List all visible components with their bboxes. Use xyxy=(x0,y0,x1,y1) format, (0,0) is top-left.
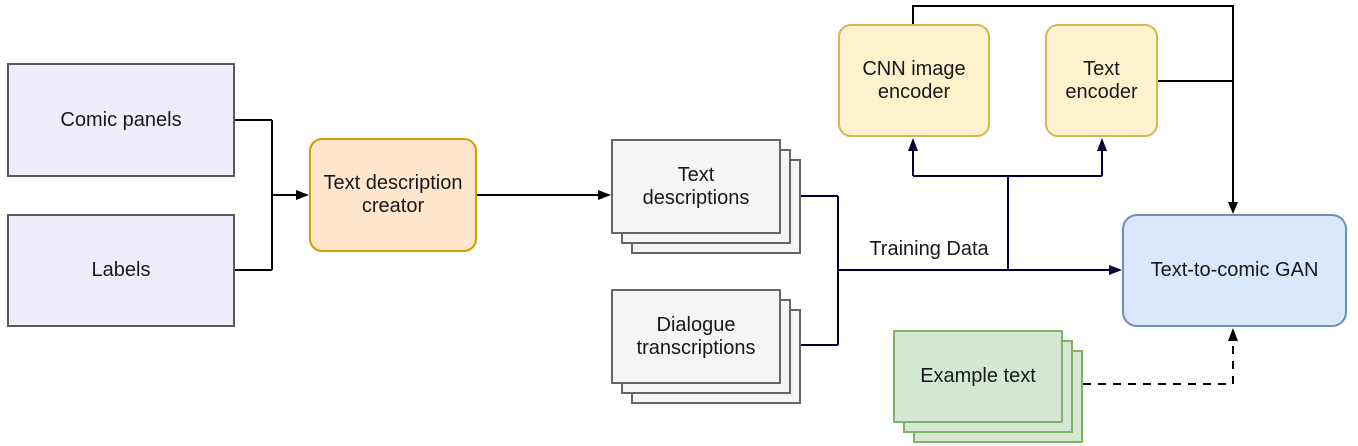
edge-training-data xyxy=(801,151,1110,346)
edge-inputs-to-creator xyxy=(235,119,298,271)
node-text-description-creator-label: Text description creator xyxy=(323,172,463,217)
node-dialogue-transcriptions-label: Dialogue transcriptions xyxy=(636,313,756,359)
stack-sheet-front: Text descriptions xyxy=(611,139,781,234)
edge-label-training-data: Training Data xyxy=(869,238,989,260)
edge-example-to-gan xyxy=(1083,341,1234,385)
arrowhead-into-gan-left xyxy=(1109,265,1122,275)
arrowhead-into-gan-bottom xyxy=(1228,328,1238,341)
node-example-text-label: Example text xyxy=(920,365,1036,387)
arrowhead-into-descriptions xyxy=(598,190,611,200)
arrowhead-into-gan-top xyxy=(1228,202,1238,214)
node-text-to-comic-gan: Text-to-comic GAN xyxy=(1122,214,1347,327)
arrowhead-into-text-encoder xyxy=(1097,138,1107,151)
edge-encoders-to-gan-top xyxy=(912,5,1234,202)
stack-sheet-front: Example text xyxy=(893,330,1063,423)
stack-sheet-front: Dialogue transcriptions xyxy=(611,289,781,384)
node-labels: Labels xyxy=(7,214,235,327)
arrowhead-into-cnn-encoder xyxy=(908,138,918,151)
node-text-encoder: Text encoder xyxy=(1045,24,1158,137)
node-cnn-image-encoder: CNN image encoder xyxy=(838,24,990,137)
arrowhead-into-creator xyxy=(296,190,309,200)
node-dialogue-transcriptions: Dialogue transcriptions xyxy=(611,289,801,404)
node-labels-label: Labels xyxy=(91,259,151,281)
node-cnn-image-encoder-label: CNN image encoder xyxy=(862,57,966,103)
node-comic-panels-label: Comic panels xyxy=(60,108,182,131)
node-text-descriptions: Text descriptions xyxy=(611,139,801,254)
node-text-encoder-label: Text encoder xyxy=(1065,57,1138,103)
node-text-description-creator: Text description creator xyxy=(309,138,477,252)
node-text-to-comic-gan-label: Text-to-comic GAN xyxy=(1150,259,1319,281)
node-comic-panels: Comic panels xyxy=(7,63,235,177)
node-text-descriptions-label: Text descriptions xyxy=(642,163,750,209)
node-example-text: Example text xyxy=(893,330,1083,443)
